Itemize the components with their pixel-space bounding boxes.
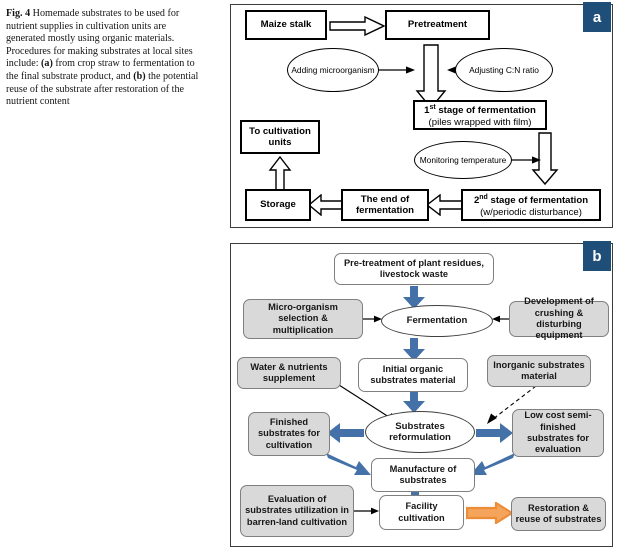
node-pretreatment-b: Pre-treatment of plant residues, livesto… xyxy=(334,253,494,285)
node-finished-substrates-label: Finished substrates for cultivation xyxy=(258,416,320,450)
node-maize-stalk: Maize stalk xyxy=(245,10,327,40)
arrow-reformulation-to-lowcost xyxy=(476,423,514,443)
node-inorganic-substrates: Inorganic substrates material xyxy=(487,355,591,387)
arrow-lowcost-to-manufacture xyxy=(468,450,518,480)
node-fermentation-label: Fermentation xyxy=(406,315,468,327)
node-finished-substrates: Finished substrates for cultivation xyxy=(248,412,330,456)
node-pretreatment-a: Pretreatment xyxy=(385,10,490,40)
figure-label: Fig. 4 xyxy=(6,8,31,19)
node-microorganism-selection-label: Micro-organism selection & multiplicatio… xyxy=(268,301,338,335)
figure-caption: Fig. 4 Homemade substrates to be used fo… xyxy=(6,8,206,109)
caption-ref-b: (b) xyxy=(133,70,146,82)
arrow-crushing-to-fermentation xyxy=(491,313,511,325)
node-low-cost-substrates: Low cost semi-finished substrates for ev… xyxy=(512,409,604,457)
node-stage2-fermentation: 2nd stage of fermentation (w/periodic di… xyxy=(461,189,601,221)
node-stage1-subtitle: (piles wrapped with film) xyxy=(428,116,532,128)
node-adding-microorganism-label: Adding microorganism xyxy=(291,64,375,75)
node-storage-label: Storage xyxy=(260,199,296,211)
node-restoration-reuse-label: Restoration & reuse of substrates xyxy=(515,502,602,524)
node-evaluation-substrates-label: Evaluation of substrates utilization in … xyxy=(245,493,349,527)
arrow-evaluation-to-facility xyxy=(354,505,380,517)
node-monitoring-temperature-label: Monitoring temperature xyxy=(419,154,507,165)
arrow-monitoring-to-stage2 xyxy=(510,154,542,166)
caption-part-3: the potential reuse of the substrate aft… xyxy=(6,70,199,108)
node-end-of-fermentation-label: The end of fermentation xyxy=(355,193,415,217)
node-manufacture-substrates-label: Manufacture of substrates xyxy=(389,463,457,485)
arrow-microorganism-to-center xyxy=(378,64,416,76)
node-pretreatment-a-label: Pretreatment xyxy=(407,19,468,31)
node-monitoring-temperature: Monitoring temperature xyxy=(414,141,512,179)
node-pretreatment-b-label: Pre-treatment of plant residues, livesto… xyxy=(343,257,484,279)
node-manufacture-substrates: Manufacture of substrates xyxy=(371,458,475,492)
node-stage1-title: 1st stage of fermentation xyxy=(424,103,536,117)
arrow-fermentation-to-initial xyxy=(402,338,426,362)
arrow-facility-to-restoration xyxy=(466,502,514,524)
arrow-finished-to-manufacture xyxy=(324,450,374,480)
node-adding-microorganism: Adding microorganism xyxy=(287,48,379,92)
caption-part-1: Homemade substrates to be used for nutri… xyxy=(6,8,193,70)
node-crushing-equipment-label: Development of crushing & disturbing equ… xyxy=(524,296,594,341)
node-adjusting-cn-ratio-label: Adjusting C:N ratio xyxy=(469,64,539,75)
node-storage: Storage xyxy=(245,189,311,221)
node-substrates-reformulation-label: Substrates reformulation xyxy=(389,420,451,443)
node-restoration-reuse: Restoration & reuse of substrates xyxy=(511,497,606,531)
panel-b-label: b xyxy=(583,241,611,271)
node-substrates-reformulation: Substrates reformulation xyxy=(365,411,475,453)
node-maize-stalk-label: Maize stalk xyxy=(260,19,312,31)
node-microorganism-selection: Micro-organism selection & multiplicatio… xyxy=(243,299,363,339)
arrow-microorganism-to-fermentation xyxy=(363,313,383,325)
node-adjusting-cn-ratio: Adjusting C:N ratio xyxy=(455,48,553,92)
node-facility-cultivation: Facility cultivation xyxy=(379,495,464,530)
arrow-pretreatment-to-stage1 xyxy=(415,44,447,110)
node-stage1-fermentation: 1st stage of fermentation (piles wrapped… xyxy=(413,100,547,130)
arrow-storage-to-cultivation xyxy=(268,156,292,192)
arrow-end-to-storage xyxy=(308,194,344,216)
node-crushing-equipment: Development of crushing & disturbing equ… xyxy=(509,296,609,340)
arrow-reformulation-to-finished xyxy=(327,423,365,443)
line-inorganic-to-reformulation xyxy=(482,385,538,427)
node-stage2-title: 2nd stage of fermentation xyxy=(473,193,589,207)
node-initial-organic: Initial organic substrates material xyxy=(358,358,468,392)
arrow-maize-to-pretreatment xyxy=(329,16,385,36)
caption-ref-a: (a) xyxy=(41,58,53,70)
node-to-cultivation-units: To cultivation units xyxy=(240,120,320,154)
node-fermentation: Fermentation xyxy=(381,305,493,337)
caption-part-2: from crop straw to fermentation to the f… xyxy=(6,58,195,82)
node-initial-organic-label: Initial organic substrates material xyxy=(370,363,456,385)
arrow-pretreatment-to-fermentation xyxy=(402,286,426,310)
node-facility-cultivation-label: Facility cultivation xyxy=(398,501,445,523)
node-water-nutrients: Water & nutrients supplement xyxy=(237,357,341,389)
node-stage2-subtitle: (w/periodic disturbance) xyxy=(480,206,582,218)
node-evaluation-substrates: Evaluation of substrates utilization in … xyxy=(240,485,354,537)
arrow-initial-to-reformulation xyxy=(402,390,426,414)
node-low-cost-substrates-label: Low cost semi-finished substrates for ev… xyxy=(524,410,592,455)
arrow-stage1-to-stage2 xyxy=(531,132,559,186)
node-water-nutrients-label: Water & nutrients supplement xyxy=(250,361,328,383)
node-end-of-fermentation: The end of fermentation xyxy=(341,189,429,221)
node-inorganic-substrates-label: Inorganic substrates material xyxy=(493,359,585,381)
node-to-cultivation-units-label: To cultivation units xyxy=(249,125,311,149)
arrow-stage2-to-end xyxy=(426,194,464,216)
panel-a-label: a xyxy=(583,2,611,32)
